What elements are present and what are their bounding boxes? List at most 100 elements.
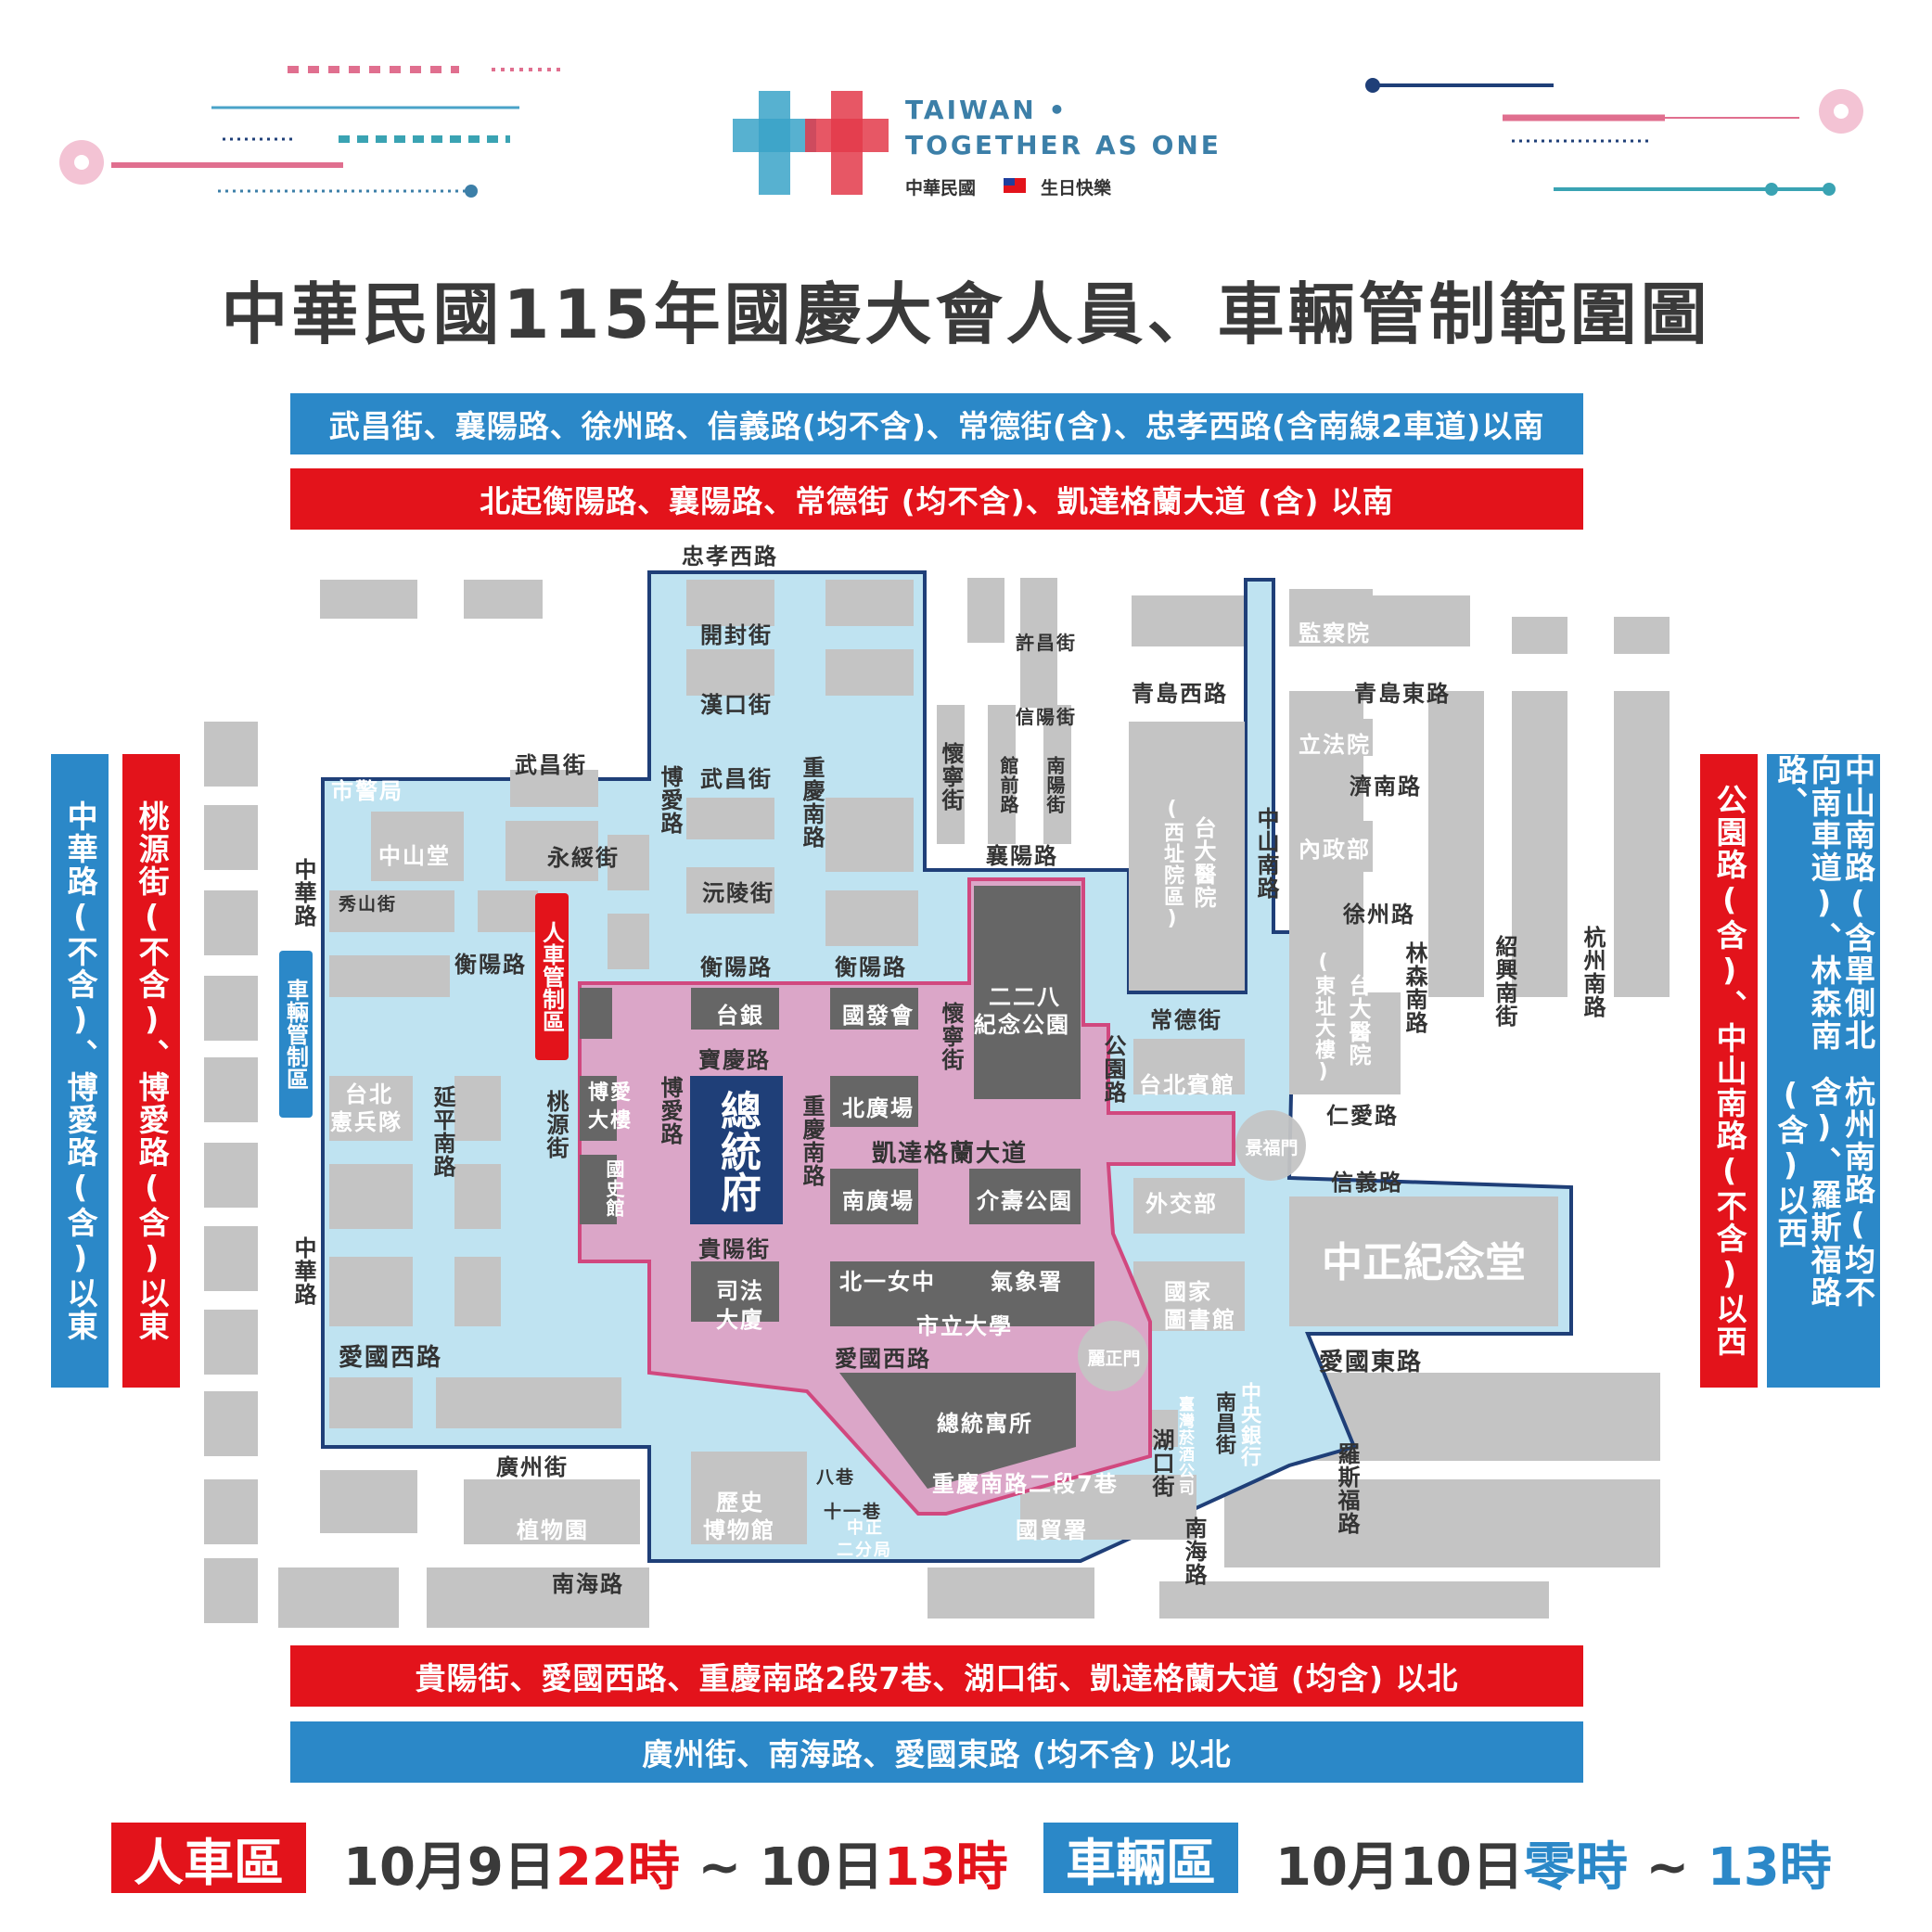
footer-v-time-b: 零時 [1523,1837,1628,1898]
map-label-residence: 總統寓所 [937,1411,1033,1437]
map-label-huaining-b: 懷寧街 [938,1002,964,1071]
map-label-xinyang: 信陽街 [1016,706,1077,728]
map-label-zhonghua-a: 中華路 [290,858,316,928]
logo-sub-right: 生日快樂 [1041,178,1112,198]
map-label-xinyi: 信義路 [1331,1170,1403,1196]
map-label-bajiang: 八巷 [816,1467,856,1488]
footer-v-time: 10月10日零時 ~ 13時 [1275,1825,1832,1900]
city-blocks [204,578,1670,1628]
map-label-boai-b: 博愛路 [657,1076,683,1145]
map-label-hengyang-b: 衡陽路 [700,954,773,980]
map-label-cwb: 氣象署 [991,1269,1063,1295]
map-label-city-police: 市警局 [331,778,403,804]
map-label-aiguo-w-b: 愛國西路 [835,1346,931,1372]
map-label-roosevelt: 羅斯福路 [1334,1442,1360,1535]
map-label-ndc: 國發會 [842,1003,915,1029]
map-label-boai-bldg1: 博愛 [588,1081,633,1105]
banner-right-blue: 中山南路(含單側北向南車道)、林森南路、 杭州南路(均不含)、羅斯福路(含)以西 [1767,754,1880,1388]
footer-pv-time-a: 10月9日 [343,1837,556,1898]
map-label-shiyi: 十一巷 [824,1502,883,1522]
footer-v-time-c: ~ [1627,1837,1708,1898]
map-label-renai: 仁愛路 [1326,1103,1399,1129]
lizheng-gate-icon [1078,1321,1148,1391]
flower-icon [59,140,104,185]
map-label-academia: 國史館 [603,1159,625,1218]
lizheng-gate-label: 麗正門 [1087,1349,1141,1369]
page-title: 中華民國115年國慶大會人員、車輛管制範圍圖 [221,275,1711,353]
footer-pv-label: 人車區 [111,1823,306,1893]
map-label-kaifeng: 開封街 [700,622,773,648]
map-label-guiyang: 貴陽街 [698,1236,771,1262]
inner-blocks [329,580,1558,1544]
map-label-taipei-mp1: 台北 [345,1081,393,1107]
map-label-control-yuan: 監察院 [1299,621,1371,646]
map-label-zhonghua-b: 中華路 [290,1236,316,1306]
map-label-park-228-1: 二二八 [989,984,1061,1010]
map-label-gongyuan: 公園路 [1100,1034,1126,1104]
map-label-hangzhou-s: 杭州南路 [1580,926,1606,1018]
header-decoration [59,66,1863,198]
banner-top-blue: 武昌街、襄陽路、徐州路、信義路(均不含)、常德街(含)、忠孝西路(含南線2車道)… [290,393,1583,454]
map-label-yuanling: 沅陵街 [702,880,774,906]
banner-right-red: 公園路(含)、中山南路(不含)以西 [1700,754,1758,1388]
map-label-interior: 內政部 [1299,837,1371,863]
map-label-judicial1: 司法 [716,1278,764,1304]
map-label-ntuh-w2: (西址院區) [1160,798,1184,931]
map-label-qingdao-e: 青島東路 [1354,681,1451,707]
map-label-nanhai-a: 南海路 [552,1571,624,1597]
map-label-taoyuan: 桃源街 [543,1090,569,1159]
map-label-police2-1: 中正 [847,1518,884,1538]
map-label-plaza-n: 北廣場 [842,1095,915,1121]
map-label-hengyang-a: 衡陽路 [454,952,527,978]
map-label-central-bank: 中央銀行 [1237,1382,1260,1467]
map-label-museum1: 歷史 [716,1490,764,1516]
map-label-legislative: 立法院 [1299,732,1371,758]
map-label-zhongxiao-w: 忠孝西路 [682,544,778,569]
map-label-zhongshan-s: 中山南路 [1253,807,1279,900]
zone-label-vehicle: 車輛管制區 [279,951,313,1118]
taiwan-logo-icon [733,91,889,195]
map-label-park-228-2: 紀念公園 [974,1012,1070,1038]
map-label-ntuh-e2: (東址大樓) [1311,951,1335,1084]
map-label-hankou: 漢口街 [700,692,773,718]
logo-sub-left: 中華民國 [905,178,977,198]
logo-line-2: TOGETHER AS ONE [905,130,1222,160]
map-label-hengyang-c: 衡陽路 [835,954,907,980]
map-label-chongqing-a: 重慶南路 [799,756,825,849]
map-label-aiguo-w-a: 愛國西路 [339,1344,443,1372]
map-label-huaining-a: 懷寧街 [938,742,964,812]
map-label-mofa: 外交部 [1145,1191,1218,1217]
map-label-aiguo-e: 愛國東路 [1319,1349,1424,1376]
flower-icon [1819,89,1863,134]
map-label-nanhai-b: 南海路 [1181,1516,1207,1586]
map-label-jieshou: 介壽公園 [977,1188,1073,1214]
footer-v-time-d: 13時 [1707,1837,1832,1898]
map-label-ncl2: 圖書館 [1164,1307,1236,1333]
map-label-yongsui: 永綏街 [547,845,620,871]
cks-memorial-label: 中正紀念堂 [1322,1239,1526,1286]
map-label-fgghs: 北一女中 [839,1269,936,1295]
map-label-guanqian: 館前路 [997,756,1019,814]
presidential-office-block [690,1076,783,1224]
map-label-ncl1: 國家 [1164,1279,1212,1305]
map-label-xiushan: 秀山街 [339,894,398,915]
right-deco-lines [1365,78,1836,196]
map-label-xuchang: 許昌街 [1016,632,1077,654]
banner-bottom-blue: 廣州街、南海路、愛國東路 (均不含) 以北 [290,1721,1583,1783]
map-label-chongqing-b: 重慶南路 [799,1094,825,1187]
map-label-nanchang: 南昌街 [1212,1391,1235,1455]
map-label-botanical: 植物園 [517,1517,589,1543]
map-label-nanyang: 南陽街 [1043,756,1066,814]
footer-v-time-a: 10月10日 [1275,1837,1524,1898]
presidential-office-label: 總統府 [713,1089,761,1212]
banner-left-red: 桃源街(不含)、博愛路(含)以東 [122,754,180,1388]
banner-top-red: 北起衡陽路、襄陽路、常德街 (均不含)、凱達格蘭大道 (含) 以南 [290,468,1583,530]
map-label-ketagalan: 凱達格蘭大道 [872,1140,1029,1168]
banner-right-blue-col2: 杭州南路(均不含)、羅斯福路(含)以西 [1772,1076,1876,1310]
banner-right-blue-col1: 中山南路(含單側北向南車道)、林森南路、 [1772,754,1876,1052]
flag-icon [1004,178,1026,193]
map-label-ntuh-e1: 台大醫院 [1345,974,1371,1067]
map-label-museum2: 博物館 [703,1517,775,1543]
jingfu-gate-label: 景福門 [1245,1138,1299,1158]
